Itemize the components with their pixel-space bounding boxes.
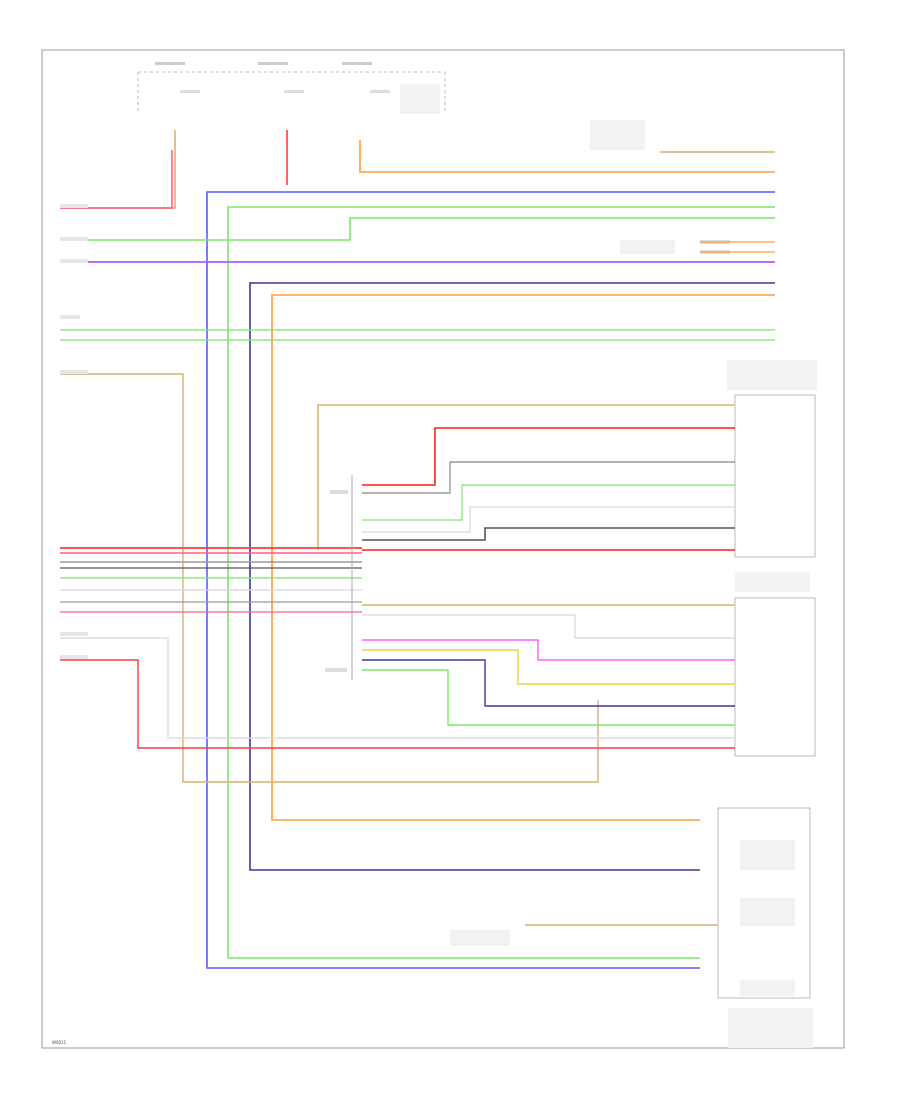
wire-navy-main [249, 282, 775, 871]
fuse-label-2 [258, 62, 288, 65]
left-label-5 [60, 370, 88, 374]
wire-gray-module-1 [362, 461, 735, 494]
fuse-note-3 [370, 90, 390, 93]
fuse-desc-3 [400, 84, 440, 114]
fuse-note-2 [284, 90, 304, 93]
module-sensor-1-title [727, 360, 817, 390]
module-sensor-2-title [735, 572, 810, 592]
wire-dark-module-1 [362, 527, 735, 541]
central-connector-label-2 [325, 668, 347, 672]
page-id: W0011 [52, 1040, 67, 1045]
module-lower-stack [717, 807, 811, 999]
module-lower-label-2 [740, 898, 795, 926]
fuse-note-1 [180, 90, 200, 93]
fuse-box-labels [155, 62, 440, 114]
connector-top-right [590, 120, 645, 150]
module-lower-footer [728, 1008, 813, 1048]
central-connector-label-1 [330, 490, 348, 494]
inline-label-3 [620, 240, 675, 254]
inline-lower-label [450, 930, 510, 946]
wire-fuse1-red [60, 150, 173, 209]
wire-lightgray-module-2 [362, 614, 735, 639]
wire-red-module-1 [362, 427, 735, 486]
fuse-label-3 [342, 62, 372, 65]
wire-tan-module-1 [317, 404, 735, 550]
left-label-3 [60, 259, 88, 263]
wire-fuse1-tan [60, 130, 176, 209]
left-label-2 [60, 237, 88, 241]
wire-green-module-2 [362, 669, 735, 726]
module-sensor-1 [734, 394, 816, 558]
left-labels [60, 204, 88, 659]
fuse-box-top [137, 71, 446, 112]
left-label-1 [60, 204, 88, 208]
wire-lightgray-module-1 [362, 506, 735, 533]
wire-blue-main [206, 191, 775, 969]
wire-lightgray-lower [60, 637, 735, 739]
fuse-label-1 [155, 62, 185, 65]
wire-magenta [362, 639, 735, 661]
wire-red-lower [60, 659, 735, 749]
wire-fuse3-orange [359, 140, 775, 173]
module-lower-label-3 [740, 980, 795, 996]
wire-tan-long [60, 373, 599, 783]
wire-orange-main [271, 294, 775, 821]
wire-yellow [362, 649, 735, 685]
wire-green-main [227, 206, 775, 959]
wire-green-module-1 [362, 484, 735, 521]
diagram-border [41, 49, 845, 1049]
left-label-4 [60, 315, 80, 319]
wire-navy-module-2 [362, 659, 735, 707]
module-lower-label-1 [740, 840, 795, 870]
left-label-6 [60, 632, 88, 636]
wire-green-short [60, 217, 775, 241]
module-sensor-2 [734, 597, 816, 757]
left-label-7 [60, 655, 88, 659]
